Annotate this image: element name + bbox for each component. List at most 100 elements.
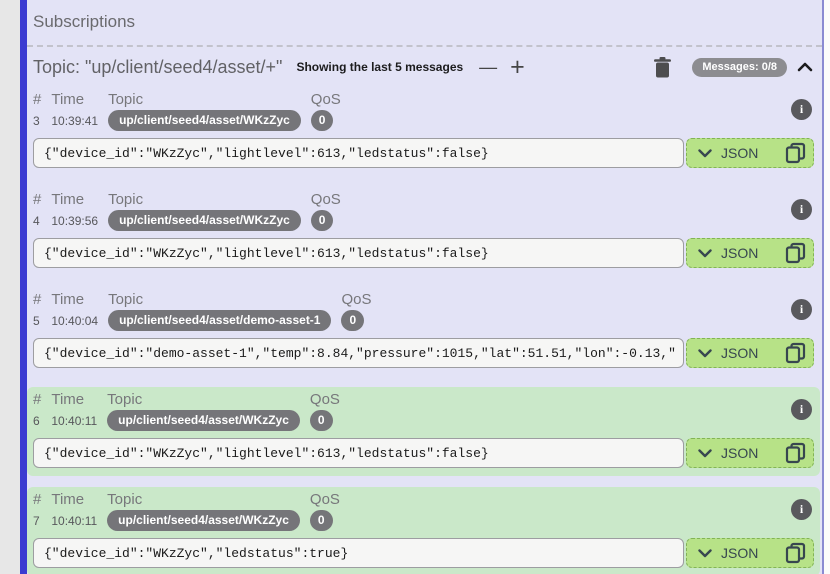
increase-messages-button[interactable]: + — [510, 53, 525, 81]
subscription-block: Topic: "up/client/seed4/asset/+" Showing… — [27, 45, 822, 574]
copy-payload-button[interactable] — [785, 442, 806, 464]
copy-payload-button[interactable] — [785, 242, 806, 264]
info-icon: i — [799, 302, 804, 316]
message-number: 4 — [33, 213, 40, 228]
copy-payload-button[interactable] — [785, 542, 806, 564]
column-header-qos: QoS — [310, 91, 341, 108]
column-header-qos: QoS — [309, 391, 340, 408]
message-card: # Time Topic QoS 6 10:40:11 up/client/se… — [27, 387, 820, 476]
message-meta-table: # Time Topic QoS 3 10:39:41 up/client/se… — [33, 91, 351, 133]
payload-row: {"device_id":"WKzZyc","lightlevel":613,"… — [33, 438, 814, 468]
column-header-time: Time — [51, 491, 85, 508]
chevron-down-icon — [698, 448, 712, 458]
copy-icon — [785, 342, 806, 364]
message-info-button[interactable]: i — [791, 399, 812, 420]
payload-box[interactable]: {"device_id":"WKzZyc","lightlevel":613,"… — [33, 238, 684, 268]
json-format-label: JSON — [721, 245, 759, 261]
json-format-button[interactable]: JSON — [686, 338, 814, 368]
message-info-button[interactable]: i — [791, 299, 812, 320]
messages-list: # Time Topic QoS 3 10:39:41 up/client/se… — [27, 87, 822, 574]
topic-badge: up/client/seed4/asset/WKzZyc — [108, 210, 301, 231]
copy-icon — [785, 442, 806, 464]
message-time: 10:40:11 — [51, 513, 98, 528]
copy-icon — [785, 542, 806, 564]
topic-badge: up/client/seed4/asset/WKzZyc — [108, 110, 301, 131]
column-header-time: Time — [51, 91, 85, 108]
copy-payload-button[interactable] — [785, 142, 806, 164]
messages-count-badge: Messages: 0/8 — [692, 57, 787, 77]
column-header-num: # — [33, 91, 42, 108]
trash-icon — [653, 56, 672, 78]
topic-badge: up/client/seed4/asset/demo-asset-1 — [108, 310, 332, 331]
decrease-messages-button[interactable]: — — [479, 56, 498, 77]
column-header-time: Time — [51, 191, 85, 208]
copy-icon — [785, 142, 806, 164]
message-time: 10:40:11 — [51, 413, 98, 428]
column-header-num: # — [33, 391, 42, 408]
topic-badge: up/client/seed4/asset/WKzZyc — [107, 410, 300, 431]
qos-badge: 0 — [310, 110, 334, 131]
column-header-topic: Topic — [107, 391, 143, 408]
message-card: # Time Topic QoS 4 10:39:56 up/client/se… — [27, 187, 820, 276]
payload-box[interactable]: {"device_id":"WKzZyc","lightlevel":613,"… — [33, 138, 684, 168]
json-format-label: JSON — [721, 345, 759, 361]
column-header-qos: QoS — [309, 491, 340, 508]
payload-row: {"device_id":"WKzZyc","lightlevel":613,"… — [33, 138, 814, 168]
message-meta-table: # Time Topic QoS 5 10:40:04 up/client/se… — [33, 291, 382, 333]
message-number: 5 — [33, 313, 40, 328]
chevron-down-icon — [698, 248, 712, 258]
copy-icon — [785, 242, 806, 264]
message-meta-table: # Time Topic QoS 4 10:39:56 up/client/se… — [33, 191, 351, 233]
column-header-num: # — [33, 291, 42, 308]
subscriptions-panel: Subscriptions Topic: "up/client/seed4/as… — [20, 0, 824, 574]
column-header-time: Time — [51, 391, 85, 408]
copy-payload-button[interactable] — [785, 342, 806, 364]
json-format-button[interactable]: JSON — [686, 538, 814, 568]
qos-badge: 0 — [309, 510, 333, 531]
subscription-header: Topic: "up/client/seed4/asset/+" Showing… — [27, 47, 822, 87]
column-header-qos: QoS — [341, 291, 372, 308]
message-info-button[interactable]: i — [791, 499, 812, 520]
column-header-topic: Topic — [108, 191, 144, 208]
info-icon: i — [799, 502, 804, 516]
chevron-down-icon — [698, 348, 712, 358]
json-format-button[interactable]: JSON — [686, 438, 814, 468]
column-header-topic: Topic — [108, 91, 144, 108]
message-time: 10:40:04 — [51, 313, 99, 328]
payload-box[interactable]: {"device_id":"demo-asset-1","temp":8.84,… — [33, 338, 684, 368]
json-format-label: JSON — [721, 145, 759, 161]
message-meta-table: # Time Topic QoS 7 10:40:11 up/client/se… — [33, 491, 350, 533]
json-format-label: JSON — [721, 545, 759, 561]
message-info-button[interactable]: i — [791, 199, 812, 220]
delete-messages-button[interactable] — [653, 56, 672, 78]
chevron-down-icon — [698, 148, 712, 158]
collapse-subscription-button[interactable] — [797, 62, 813, 72]
message-card: # Time Topic QoS 5 10:40:04 up/client/se… — [27, 287, 820, 376]
column-header-num: # — [33, 191, 42, 208]
topic-title: Topic: "up/client/seed4/asset/+" — [33, 56, 283, 77]
subscriptions-title: Subscriptions — [33, 12, 136, 31]
message-info-button[interactable]: i — [791, 99, 812, 120]
page-left-gutter — [0, 0, 20, 574]
qos-badge: 0 — [310, 210, 334, 231]
chevron-down-icon — [698, 548, 712, 558]
chevron-up-icon — [797, 62, 813, 72]
column-header-num: # — [33, 491, 42, 508]
message-card: # Time Topic QoS 7 10:40:11 up/client/se… — [27, 487, 820, 574]
column-header-time: Time — [51, 291, 85, 308]
qos-badge: 0 — [309, 410, 333, 431]
qos-badge: 0 — [341, 310, 365, 331]
payload-box[interactable]: {"device_id":"WKzZyc","ledstatus":true} — [33, 538, 684, 568]
info-icon: i — [799, 102, 804, 116]
info-icon: i — [799, 202, 804, 216]
column-header-qos: QoS — [310, 191, 341, 208]
payload-box[interactable]: {"device_id":"WKzZyc","lightlevel":613,"… — [33, 438, 684, 468]
showing-messages-label: Showing the last 5 messages — [296, 60, 464, 74]
json-format-label: JSON — [721, 445, 759, 461]
payload-row: {"device_id":"WKzZyc","ledstatus":true} … — [33, 538, 814, 568]
payload-row: {"device_id":"demo-asset-1","temp":8.84,… — [33, 338, 814, 368]
json-format-button[interactable]: JSON — [686, 138, 814, 168]
info-icon: i — [799, 402, 804, 416]
topic-badge: up/client/seed4/asset/WKzZyc — [107, 510, 300, 531]
json-format-button[interactable]: JSON — [686, 238, 814, 268]
